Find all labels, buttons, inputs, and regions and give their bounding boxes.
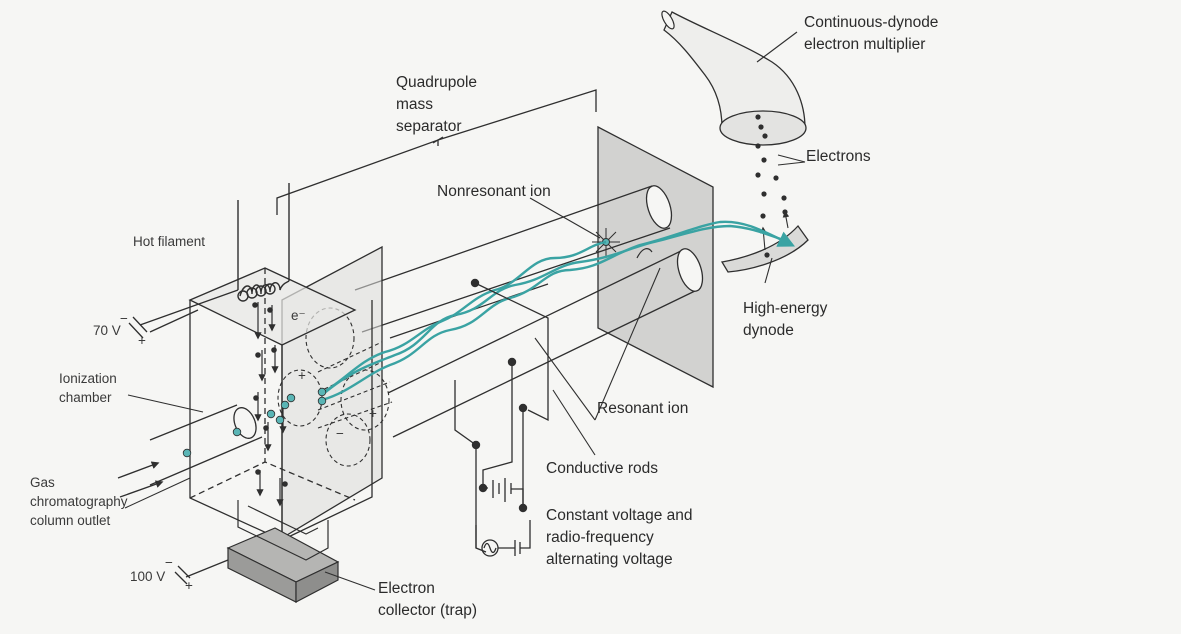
high-energy-dynode-label: High-energy dynode: [743, 300, 828, 339]
electron-dots: [755, 114, 788, 219]
battery-70v: [128, 289, 239, 339]
ionization-chamber-label: Ionization chamber: [59, 371, 117, 405]
plus-sign-right: +: [369, 406, 377, 421]
continuous-dynode-label: Continuous-dynode electron multiplier: [804, 14, 939, 53]
ion-dots: [182, 387, 327, 458]
voltage-100v-label: 100 V: [130, 569, 166, 584]
electron-multiplier: [661, 10, 807, 146]
gas-inlet-label: Gas chromatography column outlet: [30, 475, 128, 528]
nonresonant-ion-label: Nonresonant ion: [437, 183, 551, 200]
hot-filament: [237, 183, 290, 302]
voltage-70v-label: 70 V: [93, 323, 121, 338]
battery-100v: [174, 559, 229, 585]
hot-filament-label: Hot filament: [133, 234, 206, 249]
quadrupole-bracket: [276, 89, 597, 215]
ion-trajectories: [321, 220, 796, 402]
minus-sign-lower: −: [336, 426, 344, 441]
back-panel: [597, 125, 714, 389]
resonant-ion-label: Resonant ion: [597, 400, 689, 417]
battery-70v-plus: +: [138, 333, 146, 348]
lower-rod: [387, 248, 704, 438]
voltage-description-label: Constant voltage and radio-frequency alt…: [546, 507, 693, 568]
electron-symbol: e⁻: [291, 308, 306, 323]
gas-inlet-tube: [117, 404, 263, 498]
plus-sign-upper: +: [298, 368, 306, 383]
battery-100v-minus: −: [165, 555, 173, 570]
battery-100v-plus: +: [185, 578, 193, 593]
electron-arrows: [252, 302, 288, 507]
battery-70v-minus: −: [120, 311, 128, 326]
circuit-terminals: [470, 278, 528, 513]
electron-collector-label: Electron collector (trap): [378, 580, 478, 619]
quadrupole-label: Quadrupole mass separator: [396, 74, 478, 135]
high-energy-dynode: [720, 210, 809, 273]
electrons-label: Electrons: [806, 148, 871, 165]
leader-lines: [124, 31, 806, 591]
electron-collector: [226, 500, 340, 603]
conductive-rods-label: Conductive rods: [546, 460, 659, 477]
